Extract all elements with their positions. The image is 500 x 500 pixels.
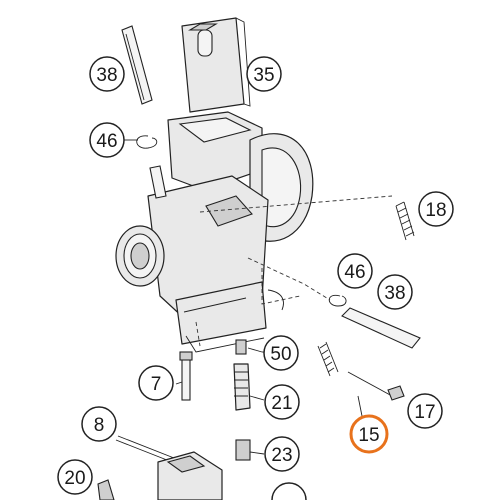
callout-17[interactable]: 17	[407, 393, 443, 429]
callout-46-top[interactable]: 46	[89, 122, 125, 158]
callout-50-circle	[263, 335, 299, 371]
callout-23-label: 23	[271, 445, 292, 466]
callout-18-label: 18	[425, 200, 446, 221]
part-18-spring	[395, 201, 415, 241]
callout-20[interactable]: 20	[57, 459, 93, 495]
part-46-clip	[136, 135, 158, 149]
callout-38-right-circle	[377, 274, 413, 310]
callout-35-label: 35	[253, 65, 274, 86]
callout-38-top-circle	[89, 56, 125, 92]
callout-8-label: 8	[94, 415, 105, 436]
part-15-needle	[317, 341, 405, 417]
callout-50-label: 50	[270, 344, 291, 365]
part-21-holder	[233, 363, 265, 411]
callout-46-top-label: 46	[96, 131, 117, 152]
callout-20-circle	[57, 459, 93, 495]
callout-35[interactable]: 35	[246, 56, 282, 92]
part-lower-block	[157, 451, 223, 500]
callout-46-top-circle	[89, 122, 125, 158]
part-8-rod	[115, 435, 175, 463]
part-38-tube	[121, 25, 153, 105]
callout-18[interactable]: 18	[418, 191, 454, 227]
callout-15-highlighted[interactable]: 15	[349, 414, 389, 454]
callout-8[interactable]: 8	[81, 406, 117, 442]
callout-7-circle	[138, 365, 174, 401]
callout-18-circle	[418, 191, 454, 227]
callout-21[interactable]: 21	[264, 384, 300, 420]
callout-50[interactable]: 50	[263, 335, 299, 371]
callout-35-circle	[246, 56, 282, 92]
part-7-jet	[175, 351, 193, 401]
callout-15-label: 15	[358, 425, 379, 446]
guide-line-lower	[261, 268, 301, 305]
callout-46-right-circle	[337, 253, 373, 289]
callout-21-label: 21	[271, 393, 292, 414]
callout-20-label: 20	[64, 468, 85, 489]
callout-38-right-label: 38	[384, 283, 405, 304]
part-50-jet	[235, 339, 263, 355]
callout-7-label: 7	[151, 374, 162, 395]
part-35-slide	[181, 17, 251, 113]
callout-23[interactable]: 23	[264, 436, 300, 472]
callout-38-top-label: 38	[96, 65, 117, 86]
part-20-fitting	[97, 479, 115, 500]
callout-38-right[interactable]: 38	[377, 274, 413, 310]
callout-46-right-label: 46	[344, 262, 365, 283]
callout-46-right[interactable]: 46	[337, 253, 373, 289]
callout-38-top[interactable]: 38	[89, 56, 125, 92]
partial-callout-edge	[271, 482, 307, 500]
callout-8-circle	[81, 406, 117, 442]
callout-layer: 38 35 46 18 46 38 50 7	[57, 56, 454, 495]
callout-15-circle	[349, 414, 389, 454]
callout-21-circle	[264, 384, 300, 420]
part-23-jet	[235, 439, 265, 461]
part-46-clip-right	[328, 294, 347, 307]
part-38-sleeve	[341, 307, 421, 349]
callout-7[interactable]: 7	[138, 365, 174, 401]
callout-17-label: 17	[414, 402, 435, 423]
callout-23-circle	[264, 436, 300, 472]
callout-17-circle	[407, 393, 443, 429]
